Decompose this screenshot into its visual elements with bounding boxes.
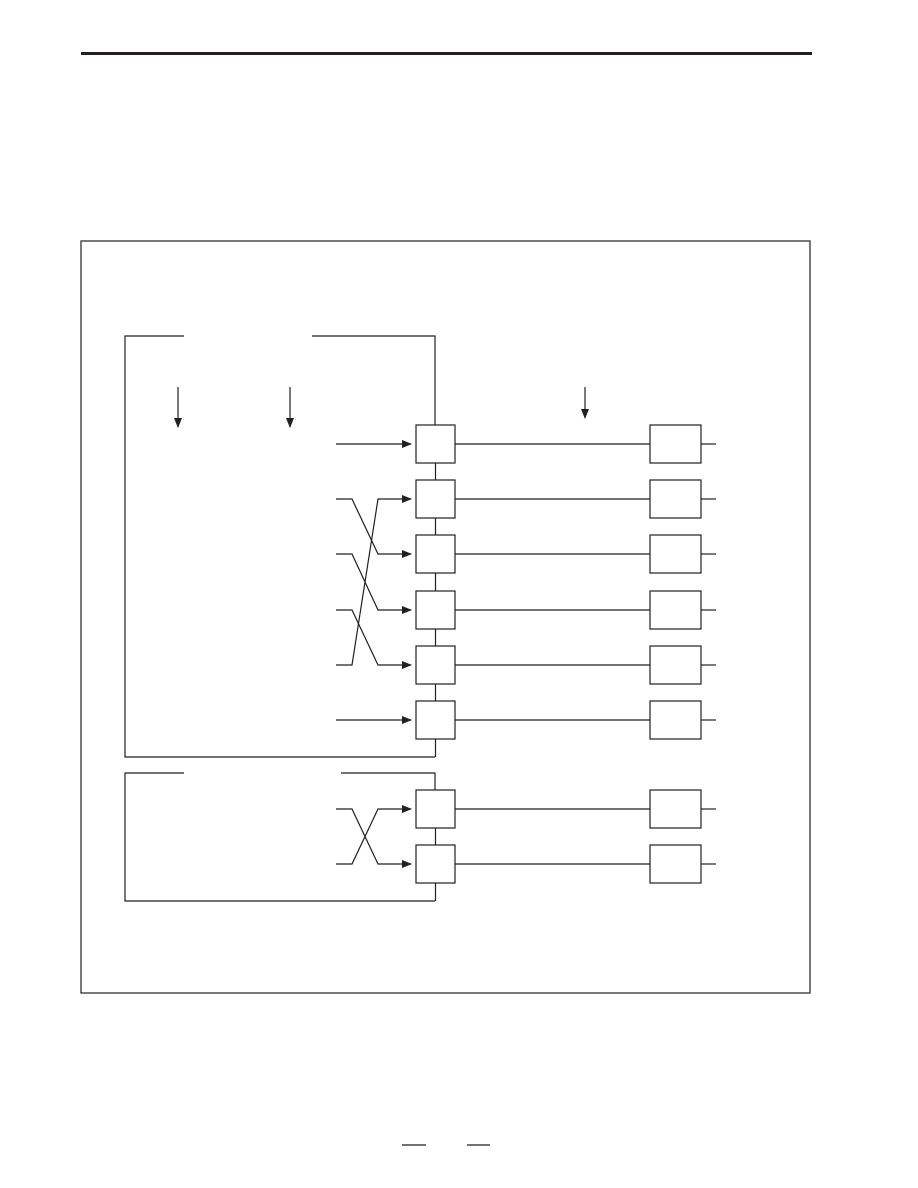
main-output-box-4 [649, 645, 702, 685]
main-output-box-0 [649, 424, 702, 464]
main-output-box-2 [649, 534, 702, 574]
main-switch-box-4 [415, 645, 456, 685]
main-input-cross-4-to-1 [336, 495, 412, 666]
aux-group-border-left [124, 772, 435, 902]
main-input-cross-2-to-3 [336, 553, 412, 614]
main-input-cross-1-to-2 [336, 498, 412, 558]
aux-switch-box-0 [415, 789, 456, 829]
main-output-box-1 [649, 479, 702, 519]
aux-input-cross-1-to-0 [336, 805, 412, 865]
main-switch-box-5 [415, 700, 456, 740]
main-output-box-3 [649, 590, 702, 630]
main-output-box-5 [649, 700, 702, 740]
aux-group-border-right [341, 772, 436, 791]
main-switch-box-1 [415, 479, 456, 519]
main-group-border-left [124, 335, 435, 758]
main-input-cross-3-to-4 [336, 609, 412, 669]
aux-output-box-0 [649, 789, 702, 829]
main-switch-box-0 [415, 424, 456, 464]
aux-switch-box-1 [415, 844, 456, 884]
main-switch-box-2 [415, 534, 456, 574]
main-switch-box-3 [415, 590, 456, 630]
aux-output-box-1 [649, 844, 702, 884]
outer-frame [80, 240, 811, 994]
main-group-border-right [312, 335, 436, 426]
header-rule [81, 52, 812, 55]
